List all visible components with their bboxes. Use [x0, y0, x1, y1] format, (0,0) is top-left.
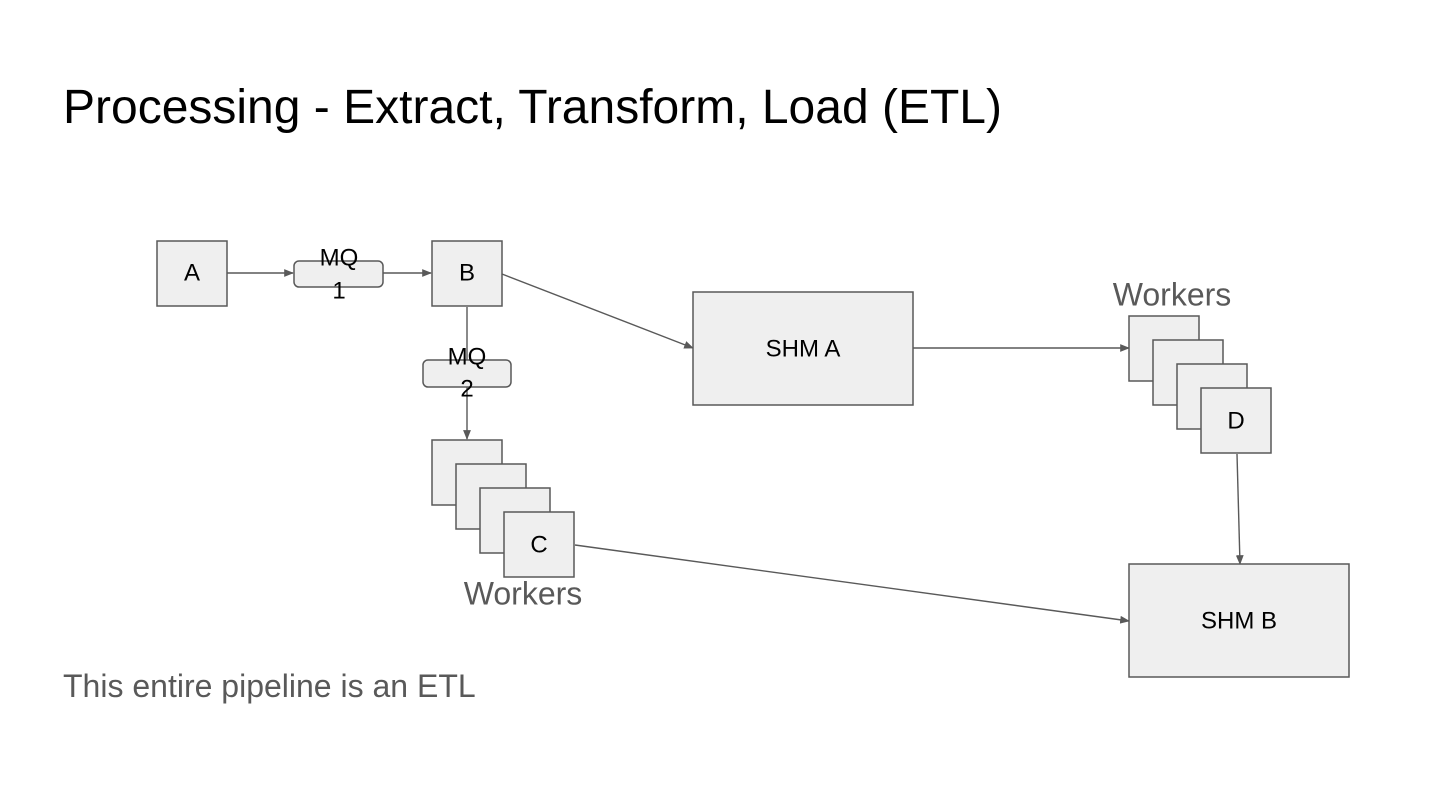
- node-mq2-label-line2: 2: [460, 375, 473, 402]
- edge-d-shm-b: [1235, 453, 1244, 565]
- slide-caption: This entire pipeline is an ETL: [63, 668, 476, 704]
- node-mq1: MQ 1: [293, 244, 384, 304]
- slide-title: Processing - Extract, Transform, Load (E…: [63, 81, 1002, 134]
- node-mq2-label-line1: MQ: [448, 343, 487, 370]
- node-mq2: MQ 2: [422, 343, 512, 402]
- node-mq1-label-line2: 1: [332, 277, 345, 304]
- node-shm-a: SHM A: [692, 291, 914, 406]
- node-a-label: A: [184, 259, 200, 286]
- edge-c-shm-b: [574, 544, 1130, 624]
- worker-stack-d: D: [1128, 315, 1272, 454]
- workers-label-left: Workers: [464, 575, 583, 611]
- workers-label-right: Workers: [1113, 276, 1232, 312]
- node-a: A: [156, 240, 228, 307]
- node-d-label: D: [1227, 407, 1244, 434]
- worker-stack-c: C: [431, 439, 575, 578]
- node-shm-b: SHM B: [1128, 563, 1350, 678]
- node-d: [1200, 387, 1272, 454]
- node-shm-b-label: SHM B: [1201, 607, 1277, 634]
- node-b-label: B: [459, 259, 475, 286]
- node-c-label: C: [530, 531, 547, 558]
- node-mq1-label-line1: MQ: [320, 244, 359, 271]
- node-c: [503, 511, 575, 578]
- node-b: B: [431, 240, 503, 307]
- node-shm-a-label: SHM A: [766, 335, 841, 362]
- edge-b-shm-a: [501, 273, 694, 349]
